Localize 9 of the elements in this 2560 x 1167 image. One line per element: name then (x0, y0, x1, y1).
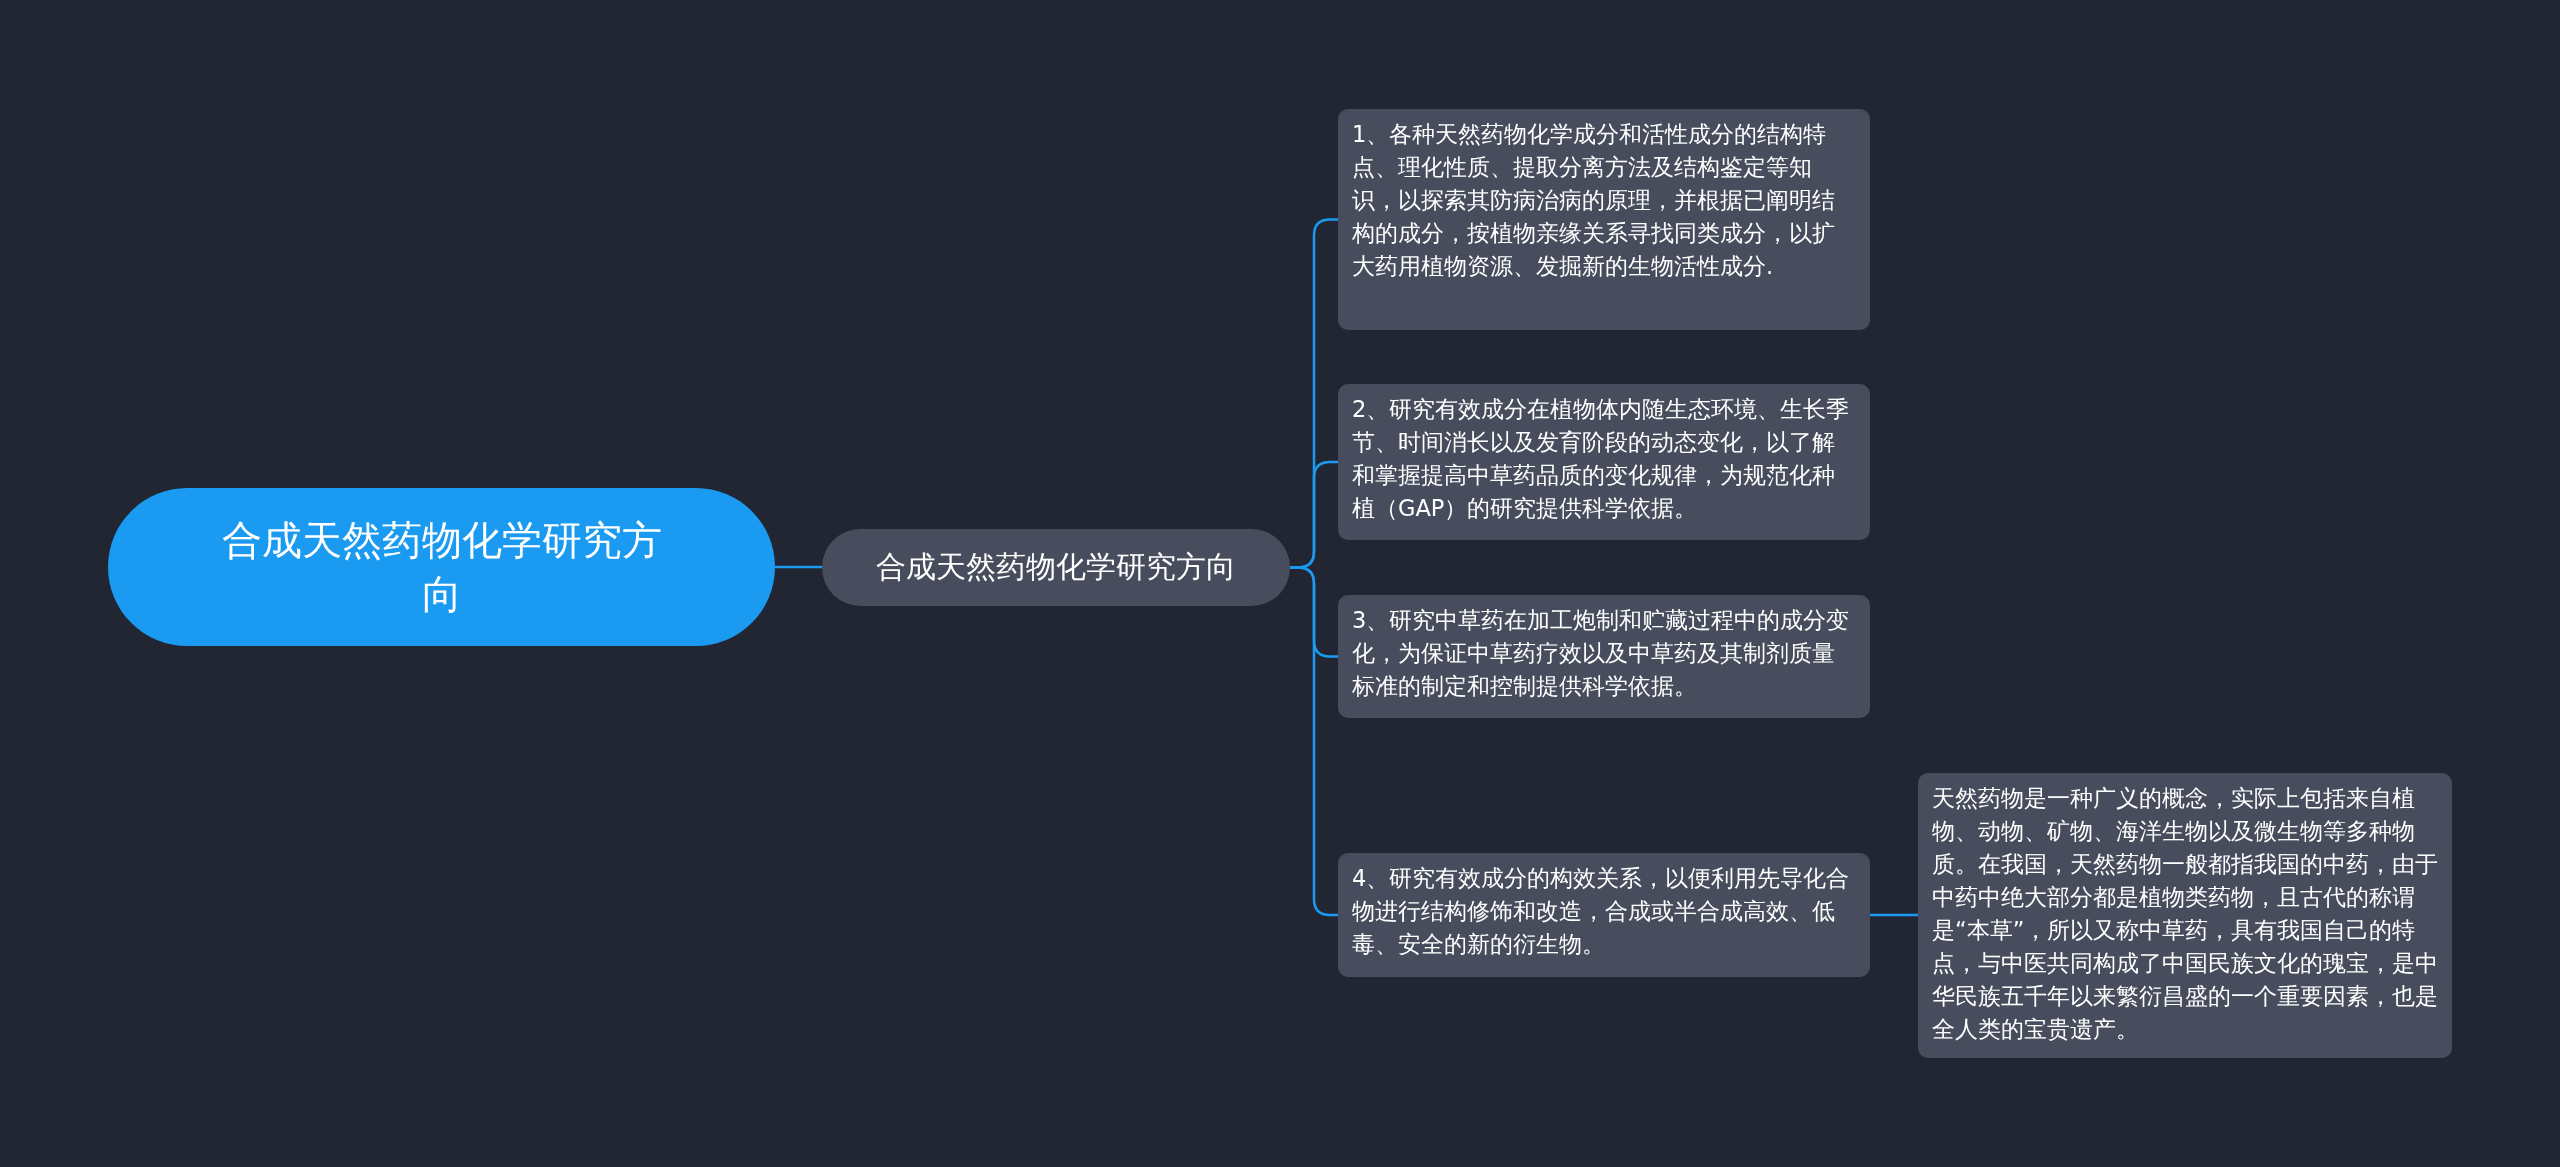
connector-line (1870, 913, 1918, 917)
note-box: 天然药物是一种广义的概念，实际上包括来自植物、动物、矿物、海洋生物以及微生物等多种物质。在我国，天然药物一般都指我国的中药，由于中药中绝大部分都是植物类药物，且古代的称谓是“本草”，所以又称中草药，具有我国自己的特点，与中医共同构成了中国民族文化的瑰宝，是中华民族五千年以来繁衍昌盛的一个重要因素，也是全人类的宝贵遗产。 (1918, 773, 2452, 1058)
root-topic: 合成天然药物化学研究方向 (108, 488, 775, 646)
subtopic-box: 1、各种天然药物化学成分和活性成分的结构特点、理化性质、提取分离方法及结构鉴定等知识，以探索其防病治病的原理，并根据已阐明结构的成分，按植物亲缘关系寻找同类成分，以扩大药用植物资源、发掘新的生物活性成分. (1338, 109, 1870, 330)
subtopic-box: 2、研究有效成分在植物体内随生态环境、生长季节、时间消长以及发育阶段的动态变化，以了解和掌握提高中草药品质的变化规律，为规范化种植（GAP）的研究提供科学依据。 (1338, 384, 1870, 540)
connector-line (775, 565, 822, 569)
topic-box: 合成天然药物化学研究方向 (822, 529, 1290, 606)
subtopic-box: 3、研究中草药在加工炮制和贮藏过程中的成分变化，为保证中草药疗效以及中草药及其制剂质量标准的制定和控制提供科学依据。 (1338, 595, 1870, 718)
subtopic-box: 4、研究有效成分的构效关系，以便利用先导化合物进行结构修饰和改造，合成或半合成高效、低毒、安全的新的衍生物。 (1338, 853, 1870, 977)
